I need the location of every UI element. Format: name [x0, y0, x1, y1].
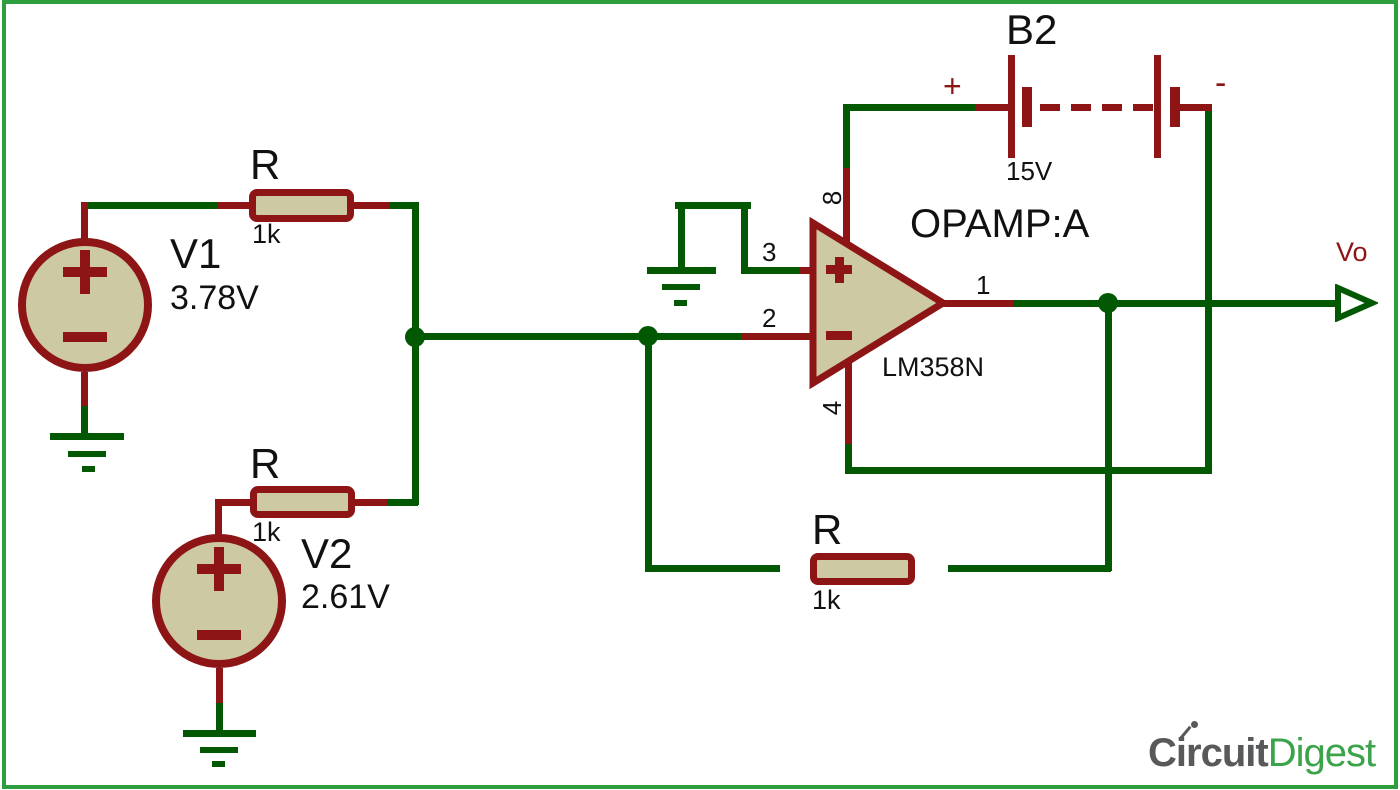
lead-r2-right [354, 499, 387, 506]
pin-number-vplus: 8 [817, 190, 847, 206]
junction-dot [1098, 293, 1118, 313]
opamp-title: OPAMP:A [910, 202, 1090, 246]
opamp-triangle [809, 216, 950, 390]
ground-symbol-v1 [82, 466, 95, 472]
wire-feedback-vertical-right [1105, 300, 1112, 571]
resistor-r2-value: 1k [252, 517, 281, 547]
battery-value: 15V [1006, 156, 1053, 186]
opamp-part-number: LM358N [882, 352, 985, 382]
battery-minus-label: - [1215, 64, 1227, 102]
ground-symbol-pin3 [674, 300, 687, 306]
battery-lead-right [1179, 104, 1211, 111]
battery-label: B2 [1006, 6, 1058, 53]
lead-v1-bottom [81, 372, 88, 406]
lead-r2-left-v [215, 499, 222, 538]
wire-r1-to-corner [389, 202, 418, 209]
resistor-feedback-label: R [812, 506, 843, 553]
ground-symbol-v2 [183, 730, 256, 737]
resistor-r1-value: 1k [252, 219, 281, 249]
wire-gnd-to-pin3-up [678, 202, 685, 270]
lead-v1-top [81, 202, 88, 239]
wire-gnd-to-pin3-top [675, 202, 751, 209]
lead-r1-right [352, 202, 390, 209]
resistor-feedback-value: 1k [812, 585, 841, 615]
minus-symbol [197, 630, 241, 640]
resistor-r1-body [249, 189, 354, 222]
battery-dash [1133, 104, 1153, 111]
logo-text-digest: Digest [1267, 731, 1376, 775]
ground-symbol-v1 [68, 451, 106, 457]
resistor-r1-label: R [250, 141, 281, 188]
junction-dot [405, 327, 425, 347]
logo-text-circuit: Circuit [1148, 731, 1269, 775]
output-arrow [1335, 284, 1378, 322]
minus-symbol [826, 331, 852, 340]
battery-plate-short-left [1022, 87, 1032, 127]
lead-r2-left-h [215, 499, 253, 506]
pin-number-vminus: 4 [817, 400, 847, 416]
battery-dash [1040, 104, 1060, 111]
pin1-stub [943, 300, 1014, 307]
wire-to-battery-plus [843, 104, 975, 111]
ground-symbol-v2 [200, 747, 238, 753]
plus-symbol [835, 257, 844, 283]
pin-number-output: 1 [976, 270, 991, 300]
wire-output [1013, 300, 1338, 307]
battery-plus-label: + [943, 68, 962, 104]
wire-inverting-feedback-vertical [645, 333, 652, 571]
ground-symbol-v1 [50, 433, 124, 440]
resistor-r2-body [250, 486, 355, 518]
source-v1-label: V1 [170, 230, 222, 277]
battery-dash [1071, 104, 1091, 111]
ground-symbol-pin3 [647, 267, 716, 274]
pin2-stub [741, 333, 814, 340]
wire-feedback-right [948, 565, 1111, 572]
resistor-r2-label: R [250, 440, 281, 487]
battery-plate-long-left [1008, 55, 1015, 158]
wire-pin8-up [843, 104, 850, 170]
pin4-stub [845, 360, 852, 444]
output-label: Vo [1336, 237, 1368, 267]
wire-pin4-down [845, 442, 852, 474]
battery-lead-left [975, 104, 1011, 111]
source-v1-value: 3.78V [170, 279, 259, 317]
wire-v1-to-ground [81, 405, 88, 435]
wire-v1-to-r1 [81, 202, 217, 209]
pin3-stub [800, 267, 814, 274]
battery-plate-long-right [1154, 55, 1161, 158]
wire-r2-to-corner [387, 499, 418, 506]
junction-dot [638, 326, 658, 346]
battery-plate-short-right [1170, 87, 1180, 127]
wire-battery-minus-down [1205, 104, 1212, 474]
wire-feedback-left [645, 565, 780, 572]
wire-input-junction-vertical [412, 202, 419, 505]
ground-symbol-v2 [212, 761, 225, 767]
pin-number-noninverting: 3 [762, 237, 777, 267]
wire-supply-horizontal [845, 467, 1212, 474]
plus-symbol [80, 250, 90, 294]
wire-gnd-to-pin3-down [741, 202, 748, 274]
source-v2-label: V2 [301, 530, 353, 577]
lead-r1-left [217, 202, 252, 209]
logo-probe-icon [1191, 721, 1198, 728]
pin8-stub [843, 168, 850, 246]
plus-symbol [214, 547, 224, 591]
wire-v2-to-ground [216, 702, 223, 732]
minus-symbol [63, 332, 107, 342]
resistor-feedback-body [810, 553, 915, 585]
source-v2-value: 2.61V [301, 578, 390, 616]
pin-number-inverting: 2 [762, 303, 777, 333]
wire-pin3 [741, 267, 802, 274]
ground-symbol-pin3 [662, 284, 700, 290]
lead-v2-bottom [216, 668, 223, 703]
wire-junction-to-pin2 [412, 333, 746, 340]
circuitdigest-logo: CircuitDigest [1148, 721, 1376, 775]
battery-dash [1102, 104, 1122, 111]
